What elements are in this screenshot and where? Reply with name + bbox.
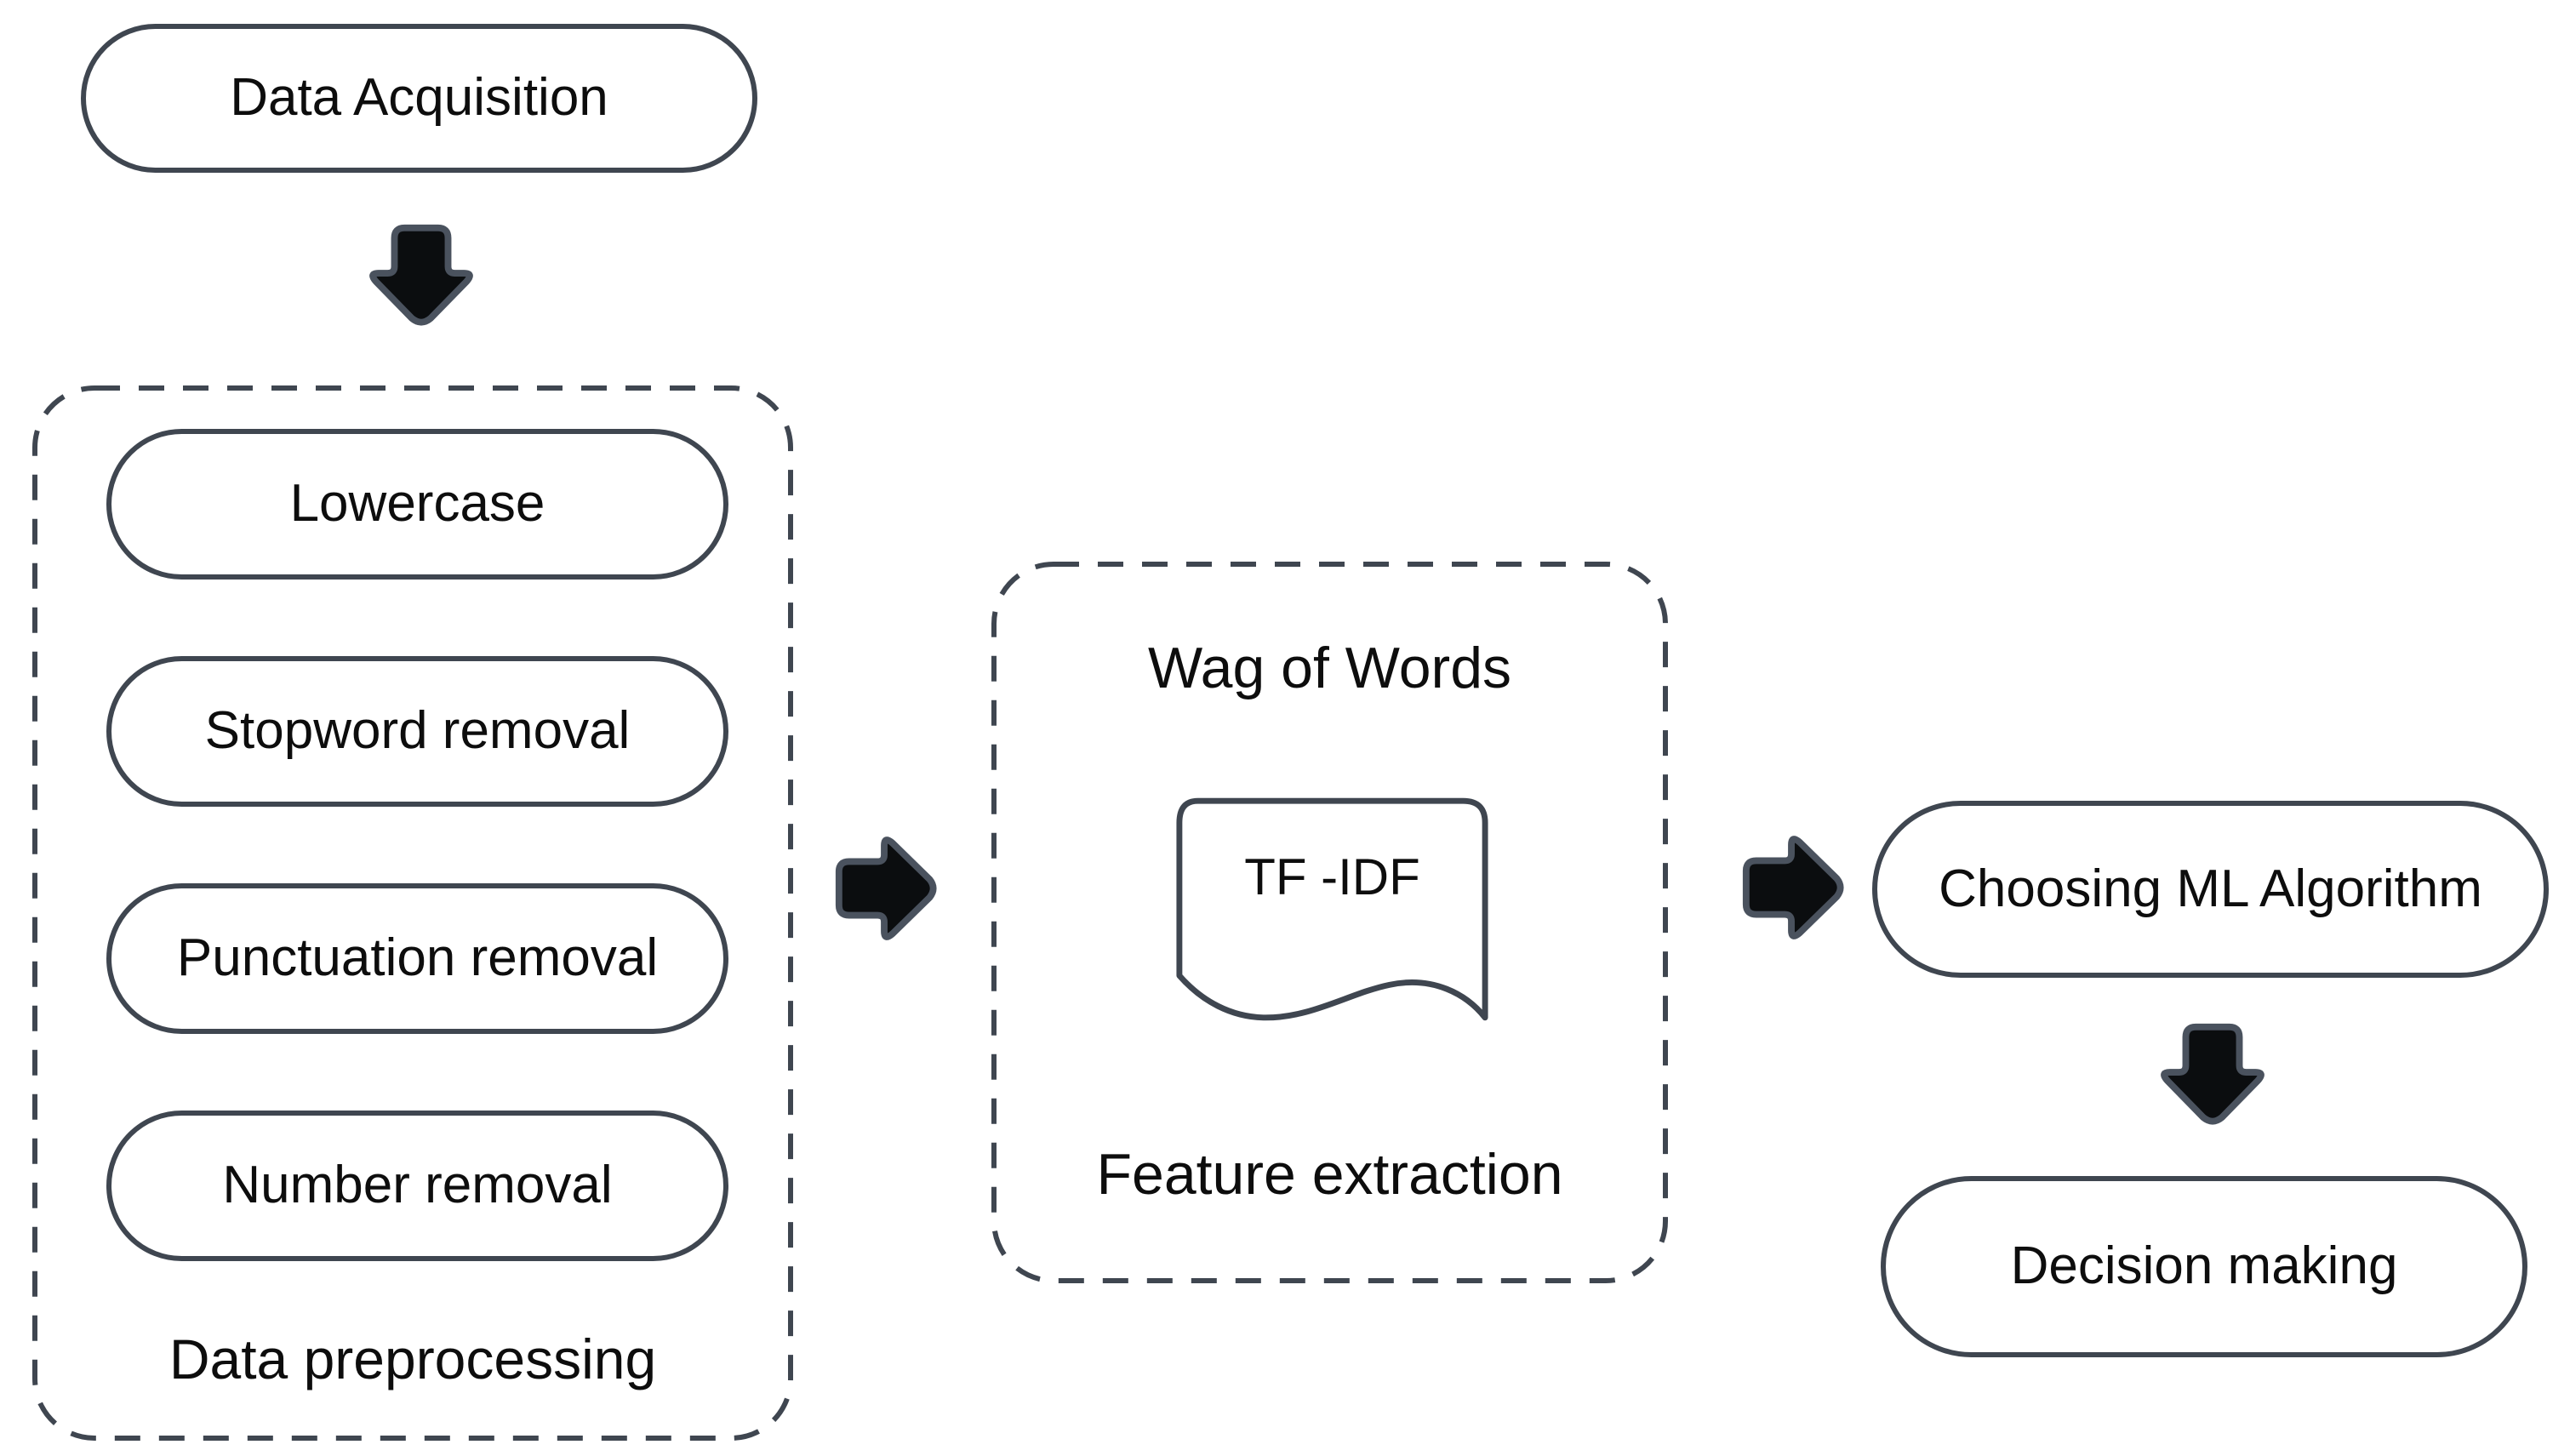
node-punctuation-removal-label: Punctuation removal: [176, 928, 659, 988]
bag-of-words-title: Wag of Words: [1147, 636, 1512, 700]
node-choosing-ml-algorithm-label: Choosing ML Algorithm: [1939, 859, 2482, 918]
node-number-removal-label: Number removal: [222, 1156, 613, 1215]
node-lowercase: Lowercase: [106, 429, 728, 580]
arrow-right-icon: [835, 836, 937, 940]
node-decision-making: Decision making: [1881, 1176, 2527, 1357]
node-lowercase-label: Lowercase: [289, 474, 545, 534]
tf-idf-label: TF -IDF: [1244, 848, 1420, 905]
node-punctuation-removal: Punctuation removal: [106, 883, 728, 1034]
preprocessing-group-box: [32, 385, 793, 1441]
node-data-acquisition-label: Data Acquisition: [230, 68, 608, 128]
arrow-down-icon: [2161, 1023, 2264, 1125]
node-choosing-ml-algorithm: Choosing ML Algorithm: [1872, 801, 2549, 978]
document-shape-icon: [1176, 797, 1488, 1021]
node-stopword-removal: Stopword removal: [106, 656, 728, 807]
node-stopword-removal-label: Stopword removal: [204, 701, 631, 761]
arrow-down-icon: [369, 224, 473, 326]
feature-extraction-group-label: Feature extraction: [1096, 1142, 1563, 1207]
node-number-removal: Number removal: [106, 1111, 728, 1261]
arrow-right-icon: [1742, 836, 1844, 939]
preprocessing-group-label: Data preprocessing: [168, 1328, 657, 1390]
feature-extraction-group-box: [991, 562, 1668, 1283]
node-decision-making-label: Decision making: [2010, 1236, 2398, 1296]
node-data-acquisition: Data Acquisition: [81, 24, 757, 173]
